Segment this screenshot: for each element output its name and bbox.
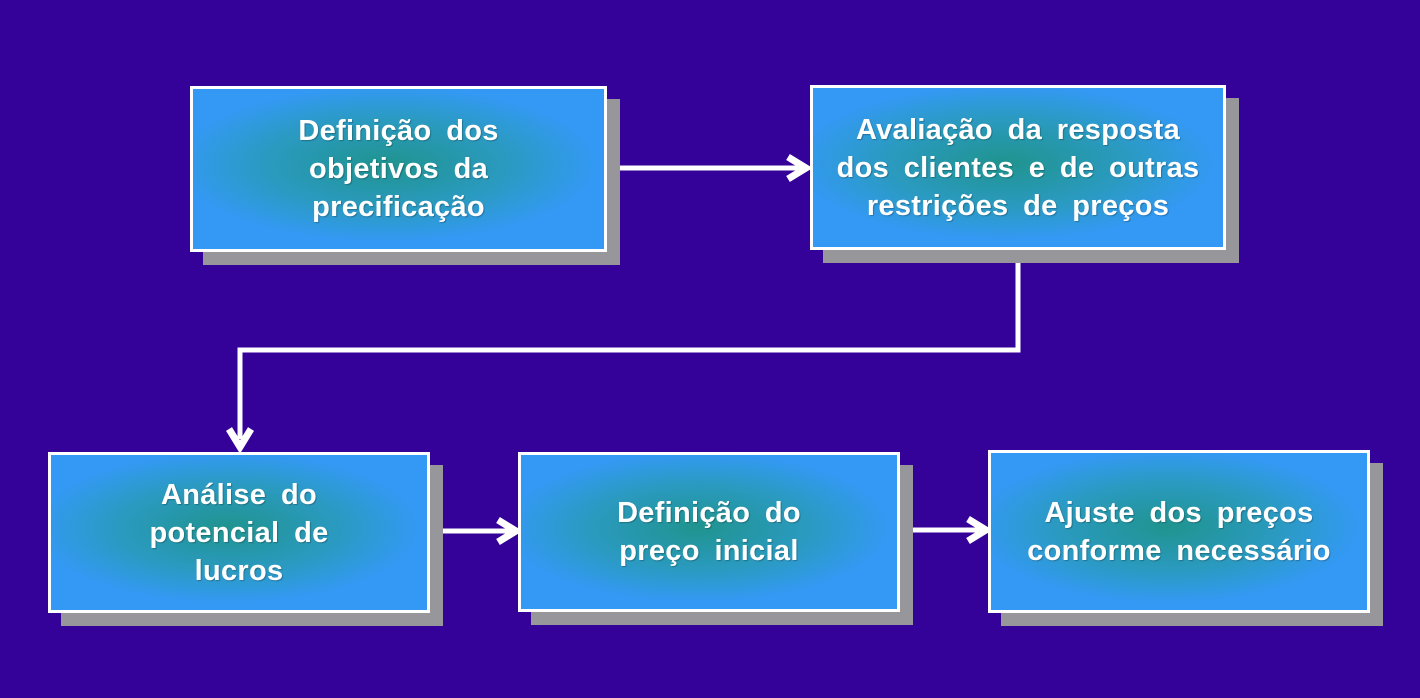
flow-node-initial-price-definition: Definição do preço inicial: [518, 452, 900, 612]
flow-node-label: Definição do preço inicial: [617, 497, 801, 567]
connector-analysis-to-initial-price: [430, 517, 523, 545]
connector-initial-price-to-adjustment: [900, 516, 993, 544]
flow-node-price-adjustment: Ajuste dos preços conforme necessário: [988, 450, 1370, 613]
flow-node-label: Análise do potencial de lucros: [149, 478, 329, 587]
arrowhead-right-icon: [786, 154, 813, 182]
flow-node-customer-response-evaluation: Avaliação da resposta dos clientes e de …: [810, 85, 1226, 250]
flow-node-profit-potential-analysis: Análise do potencial de lucros: [48, 452, 430, 613]
connector-objectives-to-evaluation: [607, 154, 813, 182]
arrowhead-right-icon: [966, 516, 993, 544]
flow-node-label: Definição dos objetivos da precificação: [298, 115, 499, 223]
connector-evaluation-to-analysis: [226, 251, 1021, 454]
arrowhead-right-icon: [496, 517, 523, 545]
flow-node-pricing-objectives: Definição dos objetivos da precificação: [190, 86, 607, 252]
flow-node-label: Avaliação da resposta dos clientes e de …: [836, 113, 1200, 222]
arrowhead-down-icon: [226, 427, 254, 454]
flow-node-label: Ajuste dos preços conforme necessário: [1027, 496, 1331, 567]
